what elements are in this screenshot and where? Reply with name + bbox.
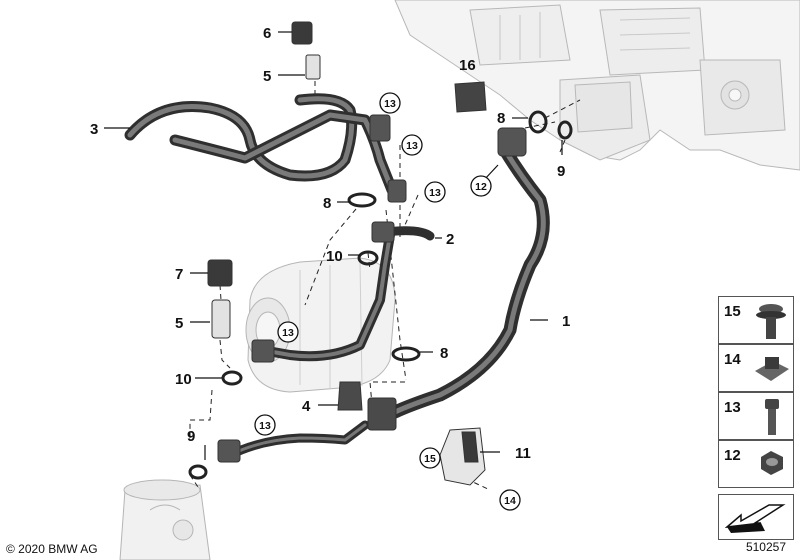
callout-2: 2	[446, 231, 454, 248]
callout-15-circle: 15	[419, 447, 441, 469]
pad-16	[454, 81, 487, 113]
diagram-number: 510257	[745, 540, 786, 554]
callout-10-upper: 10	[326, 248, 343, 265]
cap-7	[207, 259, 233, 287]
legend-arrow-cell	[718, 494, 794, 540]
callout-4: 4	[302, 398, 311, 415]
svg-text:15: 15	[424, 453, 436, 465]
legend-number: 12	[724, 447, 741, 464]
legend-cell-13: 13	[718, 392, 794, 440]
legend-number: 14	[724, 351, 741, 368]
hex-nut-icon	[761, 451, 783, 475]
engine-bay-outline	[394, 0, 800, 171]
cap-6	[291, 21, 313, 45]
svg-text:14: 14	[504, 495, 516, 507]
callout-14-circle: 14	[499, 489, 521, 511]
callout-13-circle: 13	[379, 92, 401, 114]
callout-1: 1	[562, 313, 570, 330]
receiver-dryer	[119, 479, 211, 560]
seal-ring	[188, 464, 208, 480]
seal-ring	[528, 110, 548, 134]
small-parts	[188, 21, 573, 486]
svg-text:12: 12	[475, 181, 487, 193]
callout-12-circle: 12	[470, 175, 492, 197]
valve-5-lower	[211, 299, 231, 339]
callout-9-lower: 9	[187, 428, 195, 445]
callout-3: 3	[90, 121, 98, 138]
callout-8-right: 8	[497, 110, 505, 127]
legend-cell-15: 15	[718, 296, 794, 344]
svg-text:13: 13	[406, 140, 418, 152]
screw-with-washer-icon	[756, 304, 786, 339]
svg-text:13: 13	[384, 98, 396, 110]
callout-8-lower: 8	[440, 345, 448, 362]
legend-cell-14: 14	[718, 344, 794, 392]
legend-number: 13	[724, 399, 741, 416]
valve-5-upper	[305, 54, 321, 80]
callout-6: 6	[263, 25, 271, 42]
callout-13-circle: 13	[424, 181, 446, 203]
svg-text:13: 13	[282, 327, 294, 339]
svg-text:13: 13	[259, 420, 271, 432]
callout-16: 16	[459, 57, 476, 74]
callout-9-right: 9	[557, 163, 565, 180]
seal-ring	[221, 370, 243, 386]
legend-number: 15	[724, 303, 741, 320]
callouts: 6 5 3 16 8 9 12 13 13 13 13 8 2 10 7 5	[90, 25, 570, 511]
svg-text:13: 13	[429, 187, 441, 199]
callout-13-circle: 13	[277, 321, 299, 343]
copyright-text: © 2020 BMW AG	[6, 542, 98, 556]
pressure-sensor-4	[337, 381, 363, 411]
callout-5-lower: 5	[175, 315, 183, 332]
seal-ring	[391, 346, 421, 362]
hoses	[124, 93, 550, 460]
seal-ring	[357, 250, 379, 266]
legend-cell-12: 12	[718, 440, 794, 488]
callout-5-upper: 5	[263, 68, 271, 85]
callout-11: 11	[515, 445, 531, 462]
bolt-icon	[765, 399, 779, 435]
callout-7: 7	[175, 266, 183, 283]
seal-ring	[557, 120, 573, 140]
seal-ring	[347, 192, 377, 208]
callout-8-upper: 8	[323, 195, 331, 212]
callout-10-lower: 10	[175, 371, 192, 388]
clip-nut-icon	[755, 357, 789, 381]
orientation-arrow-icon	[725, 504, 786, 533]
callout-13-circle: 13	[254, 414, 276, 436]
callout-13-circle: 13	[401, 134, 423, 156]
